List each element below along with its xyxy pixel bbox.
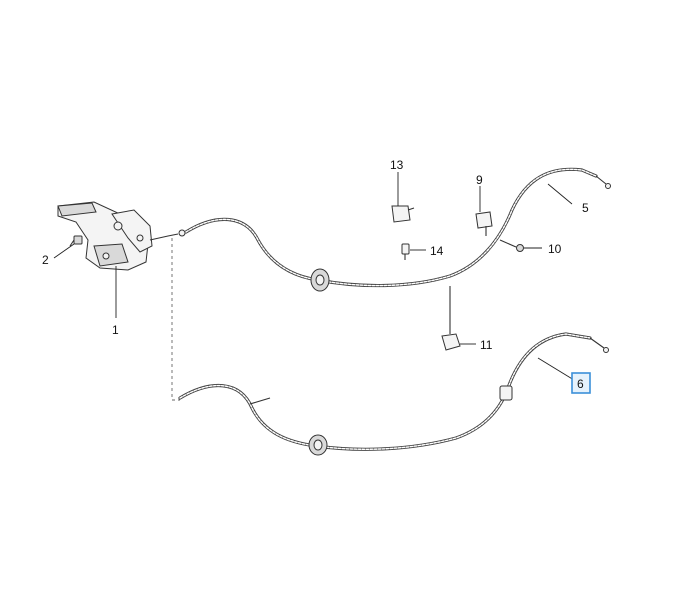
parking-brake-lever-assembly[interactable] xyxy=(57,201,186,271)
rear-cable-part-6[interactable] xyxy=(178,332,592,451)
callout-9: 9 xyxy=(476,173,483,187)
callout-6[interactable]: 6 xyxy=(577,377,584,391)
callout-2: 2 xyxy=(42,253,49,267)
bracket-bolt-10[interactable] xyxy=(499,239,524,252)
callout-6-highlight xyxy=(571,372,591,394)
cable-bracket-13[interactable] xyxy=(391,205,415,223)
cable-bracket-9[interactable] xyxy=(475,211,493,236)
cable-clip-14[interactable] xyxy=(401,243,410,260)
cable-end-fitting xyxy=(605,183,611,189)
callout-10: 10 xyxy=(548,242,562,256)
callout-14: 14 xyxy=(430,244,444,258)
callout-5: 5 xyxy=(582,201,589,215)
callout-11: 11 xyxy=(480,338,493,352)
callout-1: 1 xyxy=(112,323,119,337)
cable-equalizer-11[interactable] xyxy=(441,286,461,351)
callout-13: 13 xyxy=(390,158,404,172)
lever-mounting-bolt[interactable] xyxy=(69,235,83,247)
